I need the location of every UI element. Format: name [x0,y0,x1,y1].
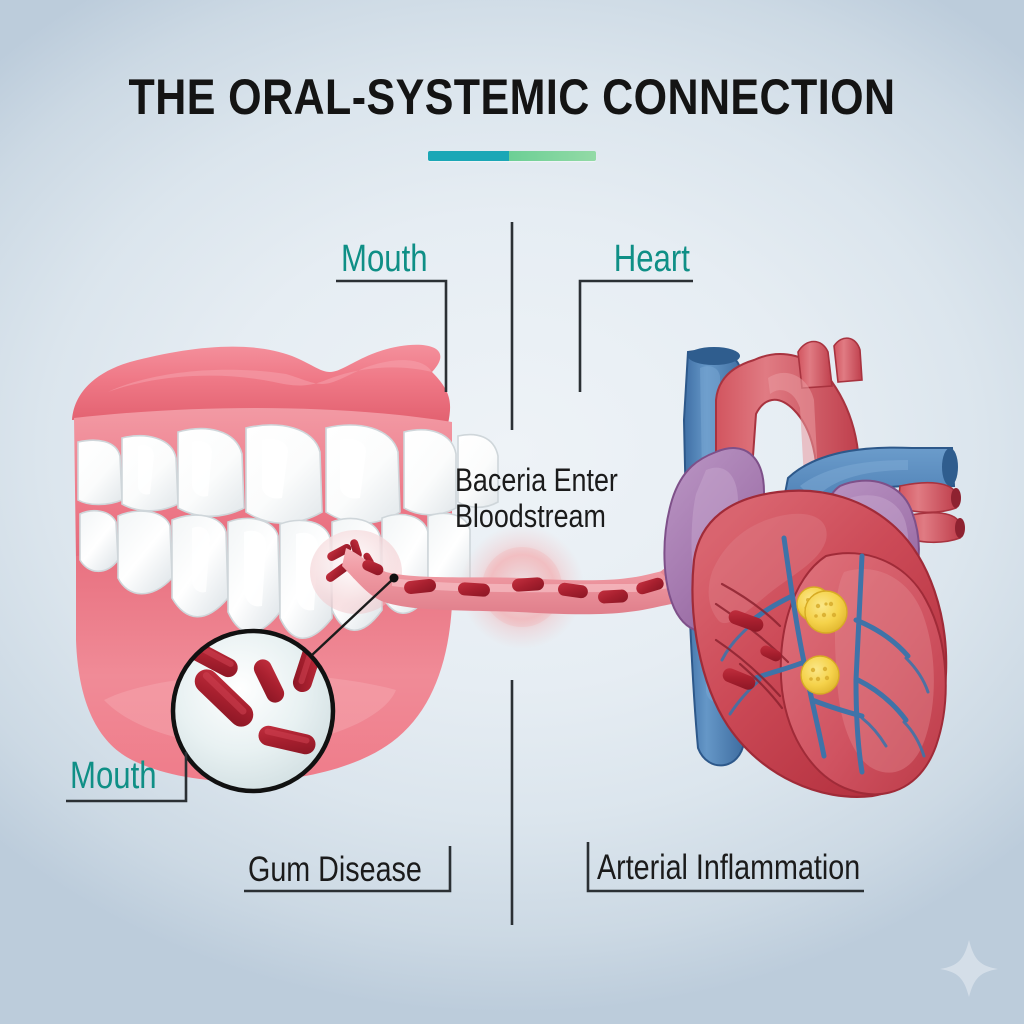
plaque-deposit [800,655,840,695]
magnifier-pointer-line [311,579,393,656]
label-mouth-top: Mouth [341,238,428,280]
page-title: THE ORAL-SYSTEMIC CONNECTION [128,69,896,125]
pointer-dot [389,573,399,583]
divider-segment-green [508,151,596,161]
label-arterial-inflammation: Arterial Inflammation [597,848,861,887]
sparkle-decoration [940,940,998,997]
coronary-veins [745,535,911,775]
bracket-mouth-top [336,279,448,392]
bacteria-magnifier-circle [170,573,399,794]
label-bacteria-enter-bloodstream: Baceria Enter Bloodstream [455,462,623,535]
label-bacteria-line1: Baceria Enter [455,462,618,498]
plaque-deposits [796,586,848,695]
aorta-branch-2 [833,337,863,383]
divider-segment-teal [428,151,509,161]
heart-group [663,337,965,798]
upper-lip-highlight [108,360,432,392]
upper-teeth-row [77,424,499,525]
label-heart: Heart [613,238,690,280]
title-divider [428,151,596,161]
bracket-heart [578,279,693,392]
plaque-deposit [804,590,848,634]
upper-lip [72,344,451,424]
label-mouth-bottom: Mouth [70,755,157,797]
magnifier-rim [170,628,336,794]
bracket-arterial [586,842,864,893]
bracket-gum-disease [244,846,452,893]
heart-bacteria [722,610,782,690]
svc-opening [688,347,740,365]
bracket-mouth-bottom [66,752,188,803]
leader-lines [66,222,864,925]
aorta-branch-1 [797,340,833,389]
label-gum-disease: Gum Disease [248,850,422,889]
label-bacteria-line2: Bloodstream [455,497,606,534]
